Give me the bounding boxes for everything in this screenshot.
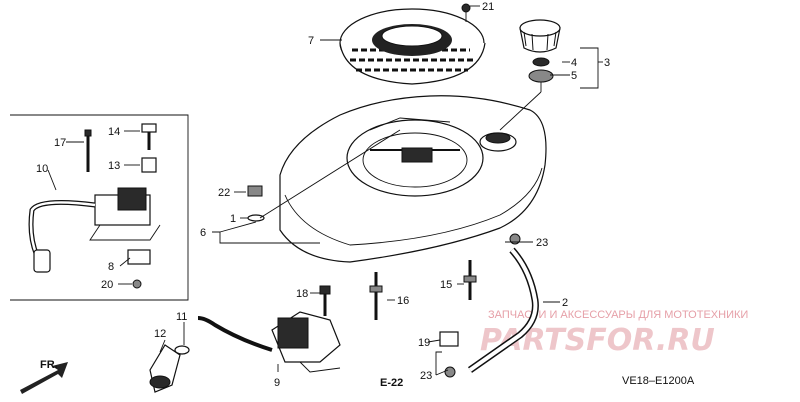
callout-13: 13: [108, 160, 120, 172]
callout-20: 20: [101, 279, 113, 291]
bolt-14: [141, 123, 157, 150]
reference-e22: E-22: [380, 377, 403, 389]
washer-1: [247, 214, 265, 222]
callout-3: 3: [604, 57, 610, 69]
collar-13: [141, 157, 157, 173]
callout-2: 2: [562, 297, 568, 309]
callout-11: 11: [176, 311, 187, 323]
bolt-16: [369, 272, 383, 320]
spark-plug-cap: [149, 344, 181, 393]
callout-23-upper: 23: [536, 237, 548, 249]
callout-16: 16: [397, 295, 409, 307]
fuel-pipe: [467, 247, 539, 373]
callout-22: 22: [218, 187, 230, 199]
callout-15: 15: [440, 279, 452, 291]
callout-labels: 7 21 4 5 3 17 14 13 10 8 20 22 1 6 23 2 …: [36, 1, 695, 389]
clip-23-upper: [509, 233, 521, 245]
callout-23-lower: 23: [420, 370, 432, 382]
callout-21: 21: [482, 1, 494, 13]
bolt-15: [463, 260, 477, 300]
svg-text:FR.: FR.: [40, 359, 58, 371]
front-direction-icon: FR.: [20, 359, 68, 394]
bolt-17: [84, 129, 92, 172]
nut-20: [132, 279, 142, 289]
fuel-cap: [519, 19, 561, 92]
watermark-tagline: ЗАПЧАСТИ И АКСЕССУАРЫ ДЛЯ МОТОТЕХНИКИ: [488, 309, 748, 321]
leader-lines: [47, 5, 603, 376]
callout-19: 19: [418, 337, 430, 349]
callout-18: 18: [296, 288, 308, 300]
nut-22: [247, 185, 263, 197]
watermark-logo: PARTSFOR.RU: [480, 323, 715, 358]
starter-cover: [339, 8, 486, 85]
ignition-module: [197, 311, 341, 373]
engine-shroud: [279, 95, 547, 263]
callout-7: 7: [308, 35, 314, 47]
ignition-coil: [28, 187, 161, 273]
ignition-group-frame: [10, 114, 189, 301]
bracket-8: [127, 249, 151, 265]
callout-5: 5: [571, 70, 577, 82]
callout-6: 6: [200, 227, 206, 239]
callout-1: 1: [230, 213, 236, 225]
callout-14: 14: [108, 126, 120, 138]
callout-17: 17: [54, 137, 66, 149]
clip-19: [439, 331, 459, 347]
screw-21: [461, 3, 471, 22]
seal-11: [174, 345, 190, 355]
callout-12: 12: [154, 328, 166, 340]
bolt-18: [319, 285, 331, 316]
callout-8: 8: [108, 261, 114, 273]
callout-4: 4: [571, 57, 577, 69]
diagram-code: VE18–E1200A: [622, 375, 695, 387]
clip-23-lower: [444, 366, 456, 378]
callout-9: 9: [274, 377, 280, 389]
callout-10: 10: [36, 163, 48, 175]
